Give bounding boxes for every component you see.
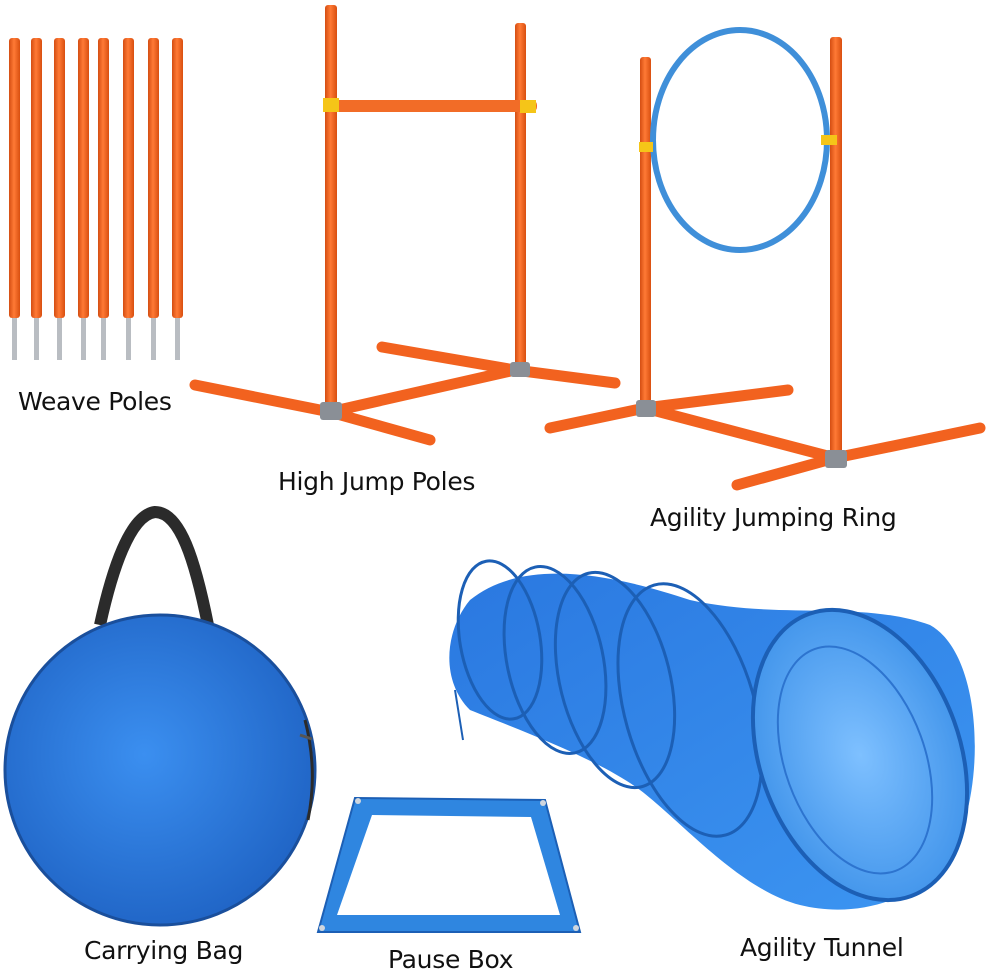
carrying-bag (3, 506, 317, 927)
high-jump-poles (189, 5, 621, 446)
weave-pole (9, 38, 20, 360)
weave-pole (148, 38, 159, 360)
pause-box (316, 796, 582, 933)
label-agility-jumping-ring: Agility Jumping Ring (650, 503, 897, 532)
weave-poles (9, 38, 183, 360)
weave-pole (172, 38, 183, 360)
label-agility-tunnel: Agility Tunnel (740, 933, 904, 962)
agility-jumping-ring (544, 27, 986, 491)
label-carrying-bag: Carrying Bag (84, 936, 244, 965)
label-weave-poles: Weave Poles (18, 387, 172, 416)
weave-pole (98, 38, 109, 360)
weave-pole (123, 38, 134, 360)
agility-tunnel (449, 559, 975, 910)
label-pause-box: Pause Box (388, 945, 514, 974)
label-high-jump-poles: High Jump Poles (278, 467, 476, 496)
weave-pole (31, 38, 42, 360)
weave-pole (78, 38, 89, 360)
weave-pole (54, 38, 65, 360)
